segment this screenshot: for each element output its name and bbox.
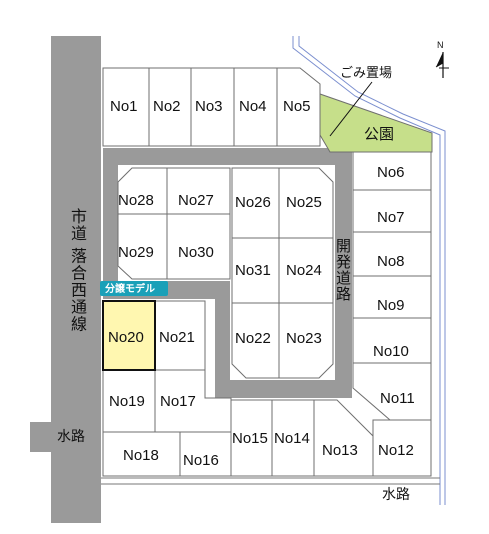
top-row-lots [102,67,321,147]
lot-no1[interactable]: No1 [110,98,138,115]
north-label: N [437,40,444,50]
city-road [51,36,101,523]
lot-no4[interactable]: No4 [239,98,267,115]
inner-east-block [231,167,334,379]
north-arrow-icon: N [435,40,449,78]
city-road-label: 市道 落合西通線 [68,208,85,333]
lot-no28[interactable]: No28 [118,192,154,209]
lot-no14[interactable]: No14 [274,430,310,447]
waterway-left-label: 水路 [57,428,85,444]
left-waterway-stub [30,422,52,452]
lot-labels: No1 No2 No3 No4 No5 No6 No7 No8 No9 No10… [108,98,415,469]
lot-no12[interactable]: No12 [378,442,414,459]
dev-road-label: 開発道路 [334,238,351,302]
lot-no26[interactable]: No26 [235,194,271,211]
waterway-bottom-label: 水路 [382,486,410,502]
lot-no3[interactable]: No3 [195,98,223,115]
lot-no22[interactable]: No22 [235,330,271,347]
garbage-pointer [329,81,373,137]
lot-no25[interactable]: No25 [286,194,322,211]
lot-no21[interactable]: No21 [159,329,195,346]
model-badge-label: 分譲モデル [105,282,155,295]
inner-west-block [117,167,231,280]
garbage-label: ごみ置場 [340,65,392,80]
lot-no8[interactable]: No8 [377,253,405,270]
lot-no6[interactable]: No6 [377,164,405,181]
lot-no16[interactable]: No16 [183,452,219,469]
lot-no31[interactable]: No31 [235,262,271,279]
lot-no24[interactable]: No24 [286,262,322,279]
lot-no29[interactable]: No29 [118,244,154,261]
model-badge: 分譲モデル [100,281,168,296]
lot-no13[interactable]: No13 [322,442,358,459]
development-road [103,148,352,398]
right-waterway-lines [292,36,446,505]
park-area [319,93,433,153]
lot-no20[interactable]: No20 [108,329,144,346]
lot-no27[interactable]: No27 [178,192,214,209]
lot-no9[interactable]: No9 [377,297,405,314]
lot-no19[interactable]: No19 [109,393,145,410]
lot-no11[interactable]: No11 [380,390,415,407]
lot-no10[interactable]: No10 [373,343,409,360]
lot-no18[interactable]: No18 [123,447,159,464]
model-lot-no20[interactable] [102,300,156,371]
lot-no23[interactable]: No23 [286,330,322,347]
bottom-waterway-lines [100,477,440,485]
lot-no2[interactable]: No2 [153,98,181,115]
bottom-row-lots [102,300,315,477]
park-label: 公園 [364,126,394,143]
lot-no7[interactable]: No7 [377,209,405,226]
lot-no15[interactable]: No15 [232,430,268,447]
lot-no17[interactable]: No17 [160,393,196,410]
lot-no5[interactable]: No5 [283,98,311,115]
lot-no30[interactable]: No30 [178,244,214,261]
